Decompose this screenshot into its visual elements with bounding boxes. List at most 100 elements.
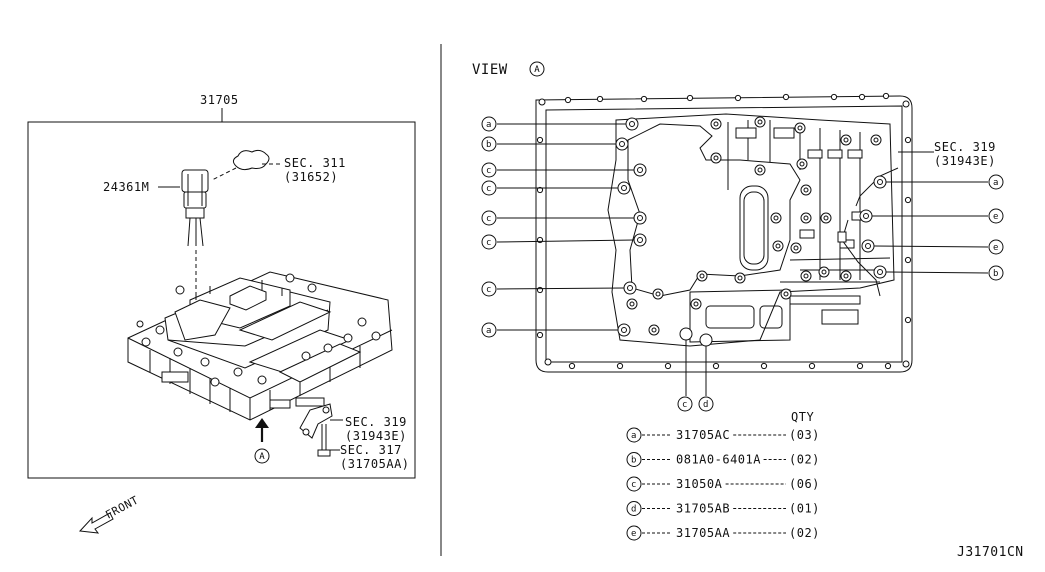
target-bolt xyxy=(633,211,647,225)
plate-bolt xyxy=(840,134,852,146)
plate-bolt-core xyxy=(713,155,719,161)
target-bolt xyxy=(859,209,873,223)
pan-bolt-hole xyxy=(904,136,912,144)
plate-bolt-core xyxy=(757,119,763,125)
callout-circle xyxy=(481,322,497,338)
target-bolt xyxy=(623,281,637,295)
pan-bolt-hole xyxy=(808,362,816,370)
pan-bolt-hole xyxy=(640,95,648,103)
view-title-marker: A xyxy=(534,65,540,75)
plate-bolt-core xyxy=(757,167,763,173)
plate-bolt xyxy=(800,184,812,196)
legend-key-circle xyxy=(626,525,642,541)
legend-qty: (06) xyxy=(789,477,820,491)
plate-bolt-core xyxy=(651,327,657,333)
callout-letter: c xyxy=(486,285,492,295)
legend-part-number: 31050A xyxy=(676,477,723,491)
control-valve-body xyxy=(127,271,393,421)
view-title: VIEW xyxy=(472,62,508,78)
callout-letter: b xyxy=(486,140,492,150)
solenoid-part-label: 24361M xyxy=(103,180,149,194)
legend-qty: (02) xyxy=(789,526,820,540)
target-bolt xyxy=(679,327,693,341)
view-marker-circle xyxy=(254,448,270,464)
legend-qty: (01) xyxy=(789,502,820,516)
target-bolt-core xyxy=(627,285,633,291)
plate-bolt xyxy=(754,164,766,176)
left-panel: 31705 SEC. 311 (31652) 24361M xyxy=(27,93,416,534)
callout-leader xyxy=(885,271,989,274)
plate-bolt-core xyxy=(843,273,849,279)
sec-311-code: (31652) xyxy=(284,170,338,184)
plate-bolt xyxy=(790,242,802,254)
pan-bolt-hole xyxy=(616,362,624,370)
callout-letter: d xyxy=(703,400,709,410)
callout-letter: c xyxy=(486,214,492,224)
plate-bolt xyxy=(818,266,830,278)
callout-circle xyxy=(481,116,497,132)
plate-bolt-core xyxy=(713,121,719,127)
target-bolt xyxy=(633,233,647,247)
sec-319-label-left: SEC. 319 xyxy=(345,415,407,429)
callout-letter: c xyxy=(486,184,492,194)
plate-bolt xyxy=(690,298,702,310)
sec-319-code-left: (31943E) xyxy=(345,429,407,443)
front-arrow-icon xyxy=(78,512,114,534)
pan-bolt-hole xyxy=(858,93,866,101)
plate-bolt xyxy=(870,134,882,146)
plate-bolt xyxy=(648,324,660,336)
legend-part-number: 31705AB xyxy=(676,502,730,516)
pan-bolt-hole xyxy=(904,316,912,324)
callout-circle xyxy=(988,265,1004,281)
callout-leader xyxy=(496,239,635,243)
sec-311-label: SEC. 311 xyxy=(284,156,346,170)
diagram-code: J31701CN xyxy=(957,545,1024,560)
target-bolt xyxy=(617,181,631,195)
callout-circle xyxy=(481,234,497,250)
target-bolt xyxy=(861,239,875,253)
legend-part-number: 31705AA xyxy=(676,526,730,540)
pan-bolt-hole xyxy=(712,362,720,370)
callout-letter: e xyxy=(993,212,999,222)
sec-317-bolt xyxy=(317,424,331,457)
callout-letter: e xyxy=(993,243,999,253)
target-bolt xyxy=(617,323,631,337)
plate-bolt-core xyxy=(793,245,799,251)
target-bolt-core xyxy=(621,327,627,333)
pan-bolt-hole xyxy=(536,186,544,194)
pan-bolt-hole xyxy=(760,362,768,370)
plate-bolt-core xyxy=(693,301,699,307)
plate-bolt-core xyxy=(843,137,849,143)
assembly-box xyxy=(27,121,416,479)
callout-letter: c xyxy=(682,400,688,410)
legend-key: a xyxy=(631,431,637,441)
legend-key-circle xyxy=(626,501,642,516)
callout-circle xyxy=(988,174,1004,190)
plate-bolt xyxy=(800,212,812,224)
plate-bolt-core xyxy=(797,125,803,131)
legend-key-circle xyxy=(626,427,642,443)
target-bolt-core xyxy=(619,141,625,147)
target-bolt xyxy=(625,117,639,131)
plate-bolt-core xyxy=(799,161,805,167)
plate-bolt-core xyxy=(873,137,879,143)
pan-bolt-hole xyxy=(664,362,672,370)
pan-bolt-hole xyxy=(904,256,912,264)
legend-key: b xyxy=(631,456,637,466)
pan-bolt-hole xyxy=(782,93,790,101)
plate-bolt xyxy=(800,270,812,282)
plate-bolt xyxy=(754,116,766,128)
target-bolt-core xyxy=(629,121,635,127)
pan-bolt-hole xyxy=(734,94,742,102)
target-bolt-core xyxy=(877,179,883,185)
callout-circle xyxy=(481,180,497,196)
plate-bolt-core xyxy=(783,291,789,297)
plate-bolt-core xyxy=(699,273,705,279)
callout-letter: a xyxy=(993,178,999,188)
plate-bolt-core xyxy=(773,215,779,221)
target-bolt-core xyxy=(877,269,883,275)
assembly-number: 31705 xyxy=(200,93,239,107)
right-panel: VIEW A xyxy=(472,61,1024,560)
